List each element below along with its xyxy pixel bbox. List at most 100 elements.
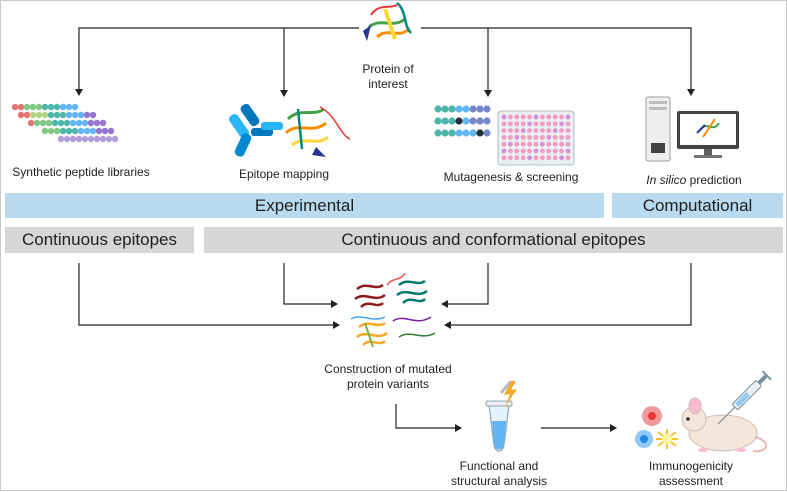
plate-well bbox=[559, 121, 564, 127]
plate-well bbox=[559, 128, 564, 133]
plate-well bbox=[546, 155, 552, 161]
computational-band: Computational bbox=[612, 193, 783, 218]
connector-continuous bbox=[78, 263, 340, 329]
plate-well bbox=[514, 135, 520, 140]
immunogenicity-label: Immunogenicity assessment bbox=[641, 459, 741, 489]
plate-well bbox=[540, 121, 545, 127]
plate-well bbox=[501, 155, 507, 161]
plate-well bbox=[527, 148, 532, 154]
peptide-library-icon bbox=[11, 103, 119, 143]
plate-well bbox=[546, 114, 552, 120]
immunogenicity-label-line1: Immunogenicity bbox=[648, 459, 734, 473]
continuous-epitopes-band: Continuous epitopes bbox=[5, 227, 194, 253]
connector-top-left bbox=[75, 27, 359, 96]
plate-well bbox=[514, 128, 520, 133]
connector-construction-functional bbox=[395, 404, 462, 432]
plate-well bbox=[540, 141, 545, 147]
functional-label: Functional and structural analysis bbox=[439, 459, 559, 489]
immunogenicity-label-line2: assessment bbox=[658, 474, 724, 488]
plate-well bbox=[546, 121, 552, 127]
plate-well bbox=[501, 114, 507, 120]
protein-label: Protein of interest bbox=[356, 62, 420, 92]
plate-well bbox=[540, 114, 545, 120]
plate-well bbox=[559, 155, 564, 161]
plate-well bbox=[565, 114, 571, 120]
plate-well bbox=[565, 141, 571, 147]
plate-well bbox=[527, 155, 532, 161]
plate-well bbox=[552, 114, 558, 120]
protein-variants-icon bbox=[350, 272, 436, 348]
protein-label-line1: Protein of bbox=[362, 62, 414, 76]
plate-well bbox=[565, 135, 571, 140]
connector-top-right bbox=[421, 27, 695, 96]
plate-well bbox=[501, 135, 507, 140]
plate-well bbox=[552, 128, 558, 133]
plate-well bbox=[508, 155, 513, 161]
plate-well bbox=[508, 135, 513, 140]
immune-cells-icon bbox=[635, 406, 678, 449]
plate-well bbox=[501, 141, 507, 147]
plate-well bbox=[559, 148, 564, 154]
plate-well bbox=[546, 141, 552, 147]
plate-well bbox=[552, 155, 558, 161]
plate-well bbox=[520, 114, 526, 120]
antibody-icon bbox=[229, 103, 283, 157]
syringe-icon bbox=[717, 370, 772, 425]
connector-mapping-down bbox=[283, 263, 338, 308]
plate-well bbox=[559, 141, 564, 147]
plate-well bbox=[533, 128, 539, 133]
construction-label: Construction of mutated protein variants bbox=[313, 362, 463, 392]
plate-well bbox=[533, 135, 539, 140]
plate-well bbox=[533, 114, 539, 120]
plate-well bbox=[508, 114, 513, 120]
plate-well bbox=[565, 148, 571, 154]
plate-well bbox=[514, 148, 520, 154]
well-plate-icon bbox=[497, 110, 575, 166]
lightning-icon bbox=[504, 381, 517, 407]
top-connectors bbox=[75, 27, 695, 97]
plate-well bbox=[552, 148, 558, 154]
plate-well bbox=[527, 128, 532, 133]
peptide-libraries-label: Synthetic peptide libraries bbox=[12, 165, 150, 179]
connector-mutagenesis-down bbox=[441, 263, 489, 308]
plate-well bbox=[565, 155, 571, 161]
plate-well bbox=[559, 135, 564, 140]
plate-well bbox=[501, 121, 507, 127]
mouse-icon bbox=[681, 397, 767, 453]
plate-well bbox=[501, 128, 507, 133]
functional-label-line2: structural analysis bbox=[450, 474, 548, 488]
plate-well bbox=[533, 148, 539, 154]
plate-well bbox=[533, 141, 539, 147]
plate-well bbox=[527, 114, 532, 120]
plate-well bbox=[533, 121, 539, 127]
plate-well bbox=[540, 128, 545, 133]
protein-icon bbox=[363, 2, 412, 41]
plate-well bbox=[508, 148, 513, 154]
in-silico-italic: In silico bbox=[646, 173, 687, 187]
plate-well bbox=[559, 114, 564, 120]
plate-well bbox=[527, 121, 532, 127]
tube-icon bbox=[485, 380, 513, 452]
functional-label-line1: Functional and bbox=[459, 459, 539, 473]
plate-well bbox=[501, 148, 507, 154]
conformational-epitopes-band: Continuous and conformational epitopes bbox=[204, 227, 783, 253]
plate-well bbox=[514, 121, 520, 127]
protein-label-line2: interest bbox=[368, 77, 408, 91]
in-silico-rest: prediction bbox=[686, 173, 742, 187]
computer-icon bbox=[645, 96, 739, 162]
plate-well bbox=[527, 141, 532, 147]
plate-well bbox=[520, 141, 526, 147]
plate-well bbox=[514, 155, 520, 161]
plate-well bbox=[540, 155, 545, 161]
plate-well bbox=[520, 155, 526, 161]
convergence-connectors bbox=[78, 263, 692, 432]
plate-well bbox=[527, 135, 532, 140]
plate-well bbox=[520, 128, 526, 133]
epitope-protein-icon bbox=[284, 106, 351, 157]
plate-well bbox=[552, 141, 558, 147]
plate-well bbox=[514, 141, 520, 147]
plate-well bbox=[546, 148, 552, 154]
mutagenesis-label: Mutagenesis & screening bbox=[443, 170, 579, 184]
